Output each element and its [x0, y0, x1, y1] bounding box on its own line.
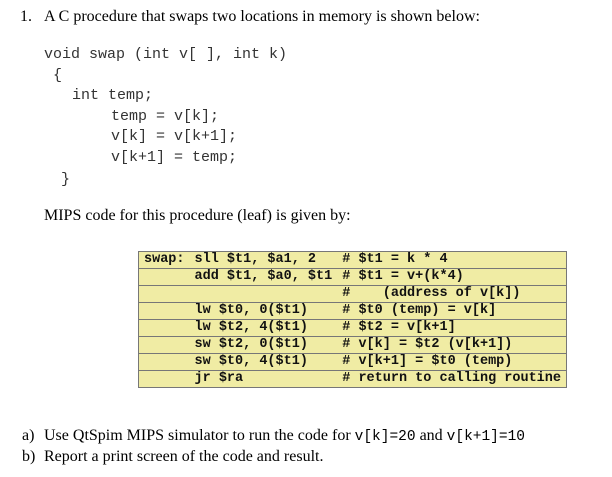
mips-intro-text: MIPS code for this procedure (leaf) is g…	[44, 207, 351, 224]
mips-row: swap: sll $t1, $a1, 2 # $t1 = k * 4	[137, 251, 568, 269]
mips-row: sw $t2, 0($t1) # v[k] = $t2 (v[k+1])	[137, 336, 568, 354]
c-code-line-assign-temp: temp = v[k];	[111, 108, 220, 125]
mips-label	[137, 319, 190, 337]
c-code-line-assign-vk1: v[k+1] = temp;	[111, 149, 238, 166]
mips-comment: # v[k] = $t2 (v[k+1])	[337, 336, 568, 354]
mips-label	[137, 353, 190, 371]
c-code-line-assign-vk: v[k] = v[k+1];	[111, 128, 238, 145]
mips-instruction	[189, 285, 338, 303]
mips-label	[137, 336, 190, 354]
mips-label	[137, 285, 190, 303]
mips-instruction: lw $t0, 0($t1)	[189, 302, 338, 320]
mips-instruction: sll $t1, $a1, 2	[189, 251, 338, 269]
mips-label	[137, 370, 190, 388]
mips-row: lw $t0, 0($t1) # $t0 (temp) = v[k]	[137, 302, 568, 320]
c-code-line-open-brace: {	[53, 67, 63, 84]
question-number: 1.	[20, 8, 32, 25]
task-a: Use QtSpim MIPS simulator to run the cod…	[44, 427, 525, 445]
task-a-text: Use QtSpim MIPS simulator to run the cod…	[44, 427, 351, 444]
mips-code-table: swap: sll $t1, $a1, 2 # $t1 = k * 4 add …	[137, 251, 568, 388]
task-b-text: Report a print screen of the code and re…	[44, 448, 324, 465]
mips-instruction: lw $t2, 4($t1)	[189, 319, 338, 337]
mips-row: jr $ra # return to calling routine	[137, 370, 568, 388]
task-a-code-vk: v[k]=20	[354, 429, 416, 445]
c-code-line-signature: void swap (int v[ ], int k)	[44, 46, 288, 63]
question-text: A C procedure that swaps two locations i…	[44, 8, 480, 25]
mips-instruction: jr $ra	[189, 370, 338, 388]
mips-comment: # v[k+1] = $t0 (temp)	[337, 353, 568, 371]
mips-comment: # return to calling routine	[337, 370, 568, 388]
mips-comment: # $t2 = v[k+1]	[337, 319, 568, 337]
task-a-and: and	[419, 427, 443, 444]
mips-label	[137, 302, 190, 320]
mips-comment: # $t0 (temp) = v[k]	[337, 302, 568, 320]
mips-row: add $t1, $a0, $t1 # $t1 = v+(k*4)	[137, 268, 568, 286]
mips-comment: # $t1 = k * 4	[337, 251, 568, 269]
c-code-line-close-brace: }	[61, 171, 71, 188]
mips-row: sw $t0, 4($t1) # v[k+1] = $t0 (temp)	[137, 353, 568, 371]
mips-row: # (address of v[k])	[137, 285, 568, 303]
mips-label	[137, 268, 190, 286]
mips-instruction: sw $t0, 4($t1)	[189, 353, 338, 371]
mips-comment: # (address of v[k])	[337, 285, 568, 303]
mips-instruction: add $t1, $a0, $t1	[189, 268, 338, 286]
mips-row: lw $t2, 4($t1) # $t2 = v[k+1]	[137, 319, 568, 337]
c-code-line-declaration: int temp;	[72, 87, 154, 104]
mips-instruction: sw $t2, 0($t1)	[189, 336, 338, 354]
mips-comment: # $t1 = v+(k*4)	[337, 268, 568, 286]
mips-label: swap:	[137, 251, 190, 269]
task-a-marker: a)	[22, 427, 35, 444]
task-b-marker: b)	[22, 448, 36, 465]
task-a-code-vk1: v[k+1]=10	[446, 429, 525, 445]
